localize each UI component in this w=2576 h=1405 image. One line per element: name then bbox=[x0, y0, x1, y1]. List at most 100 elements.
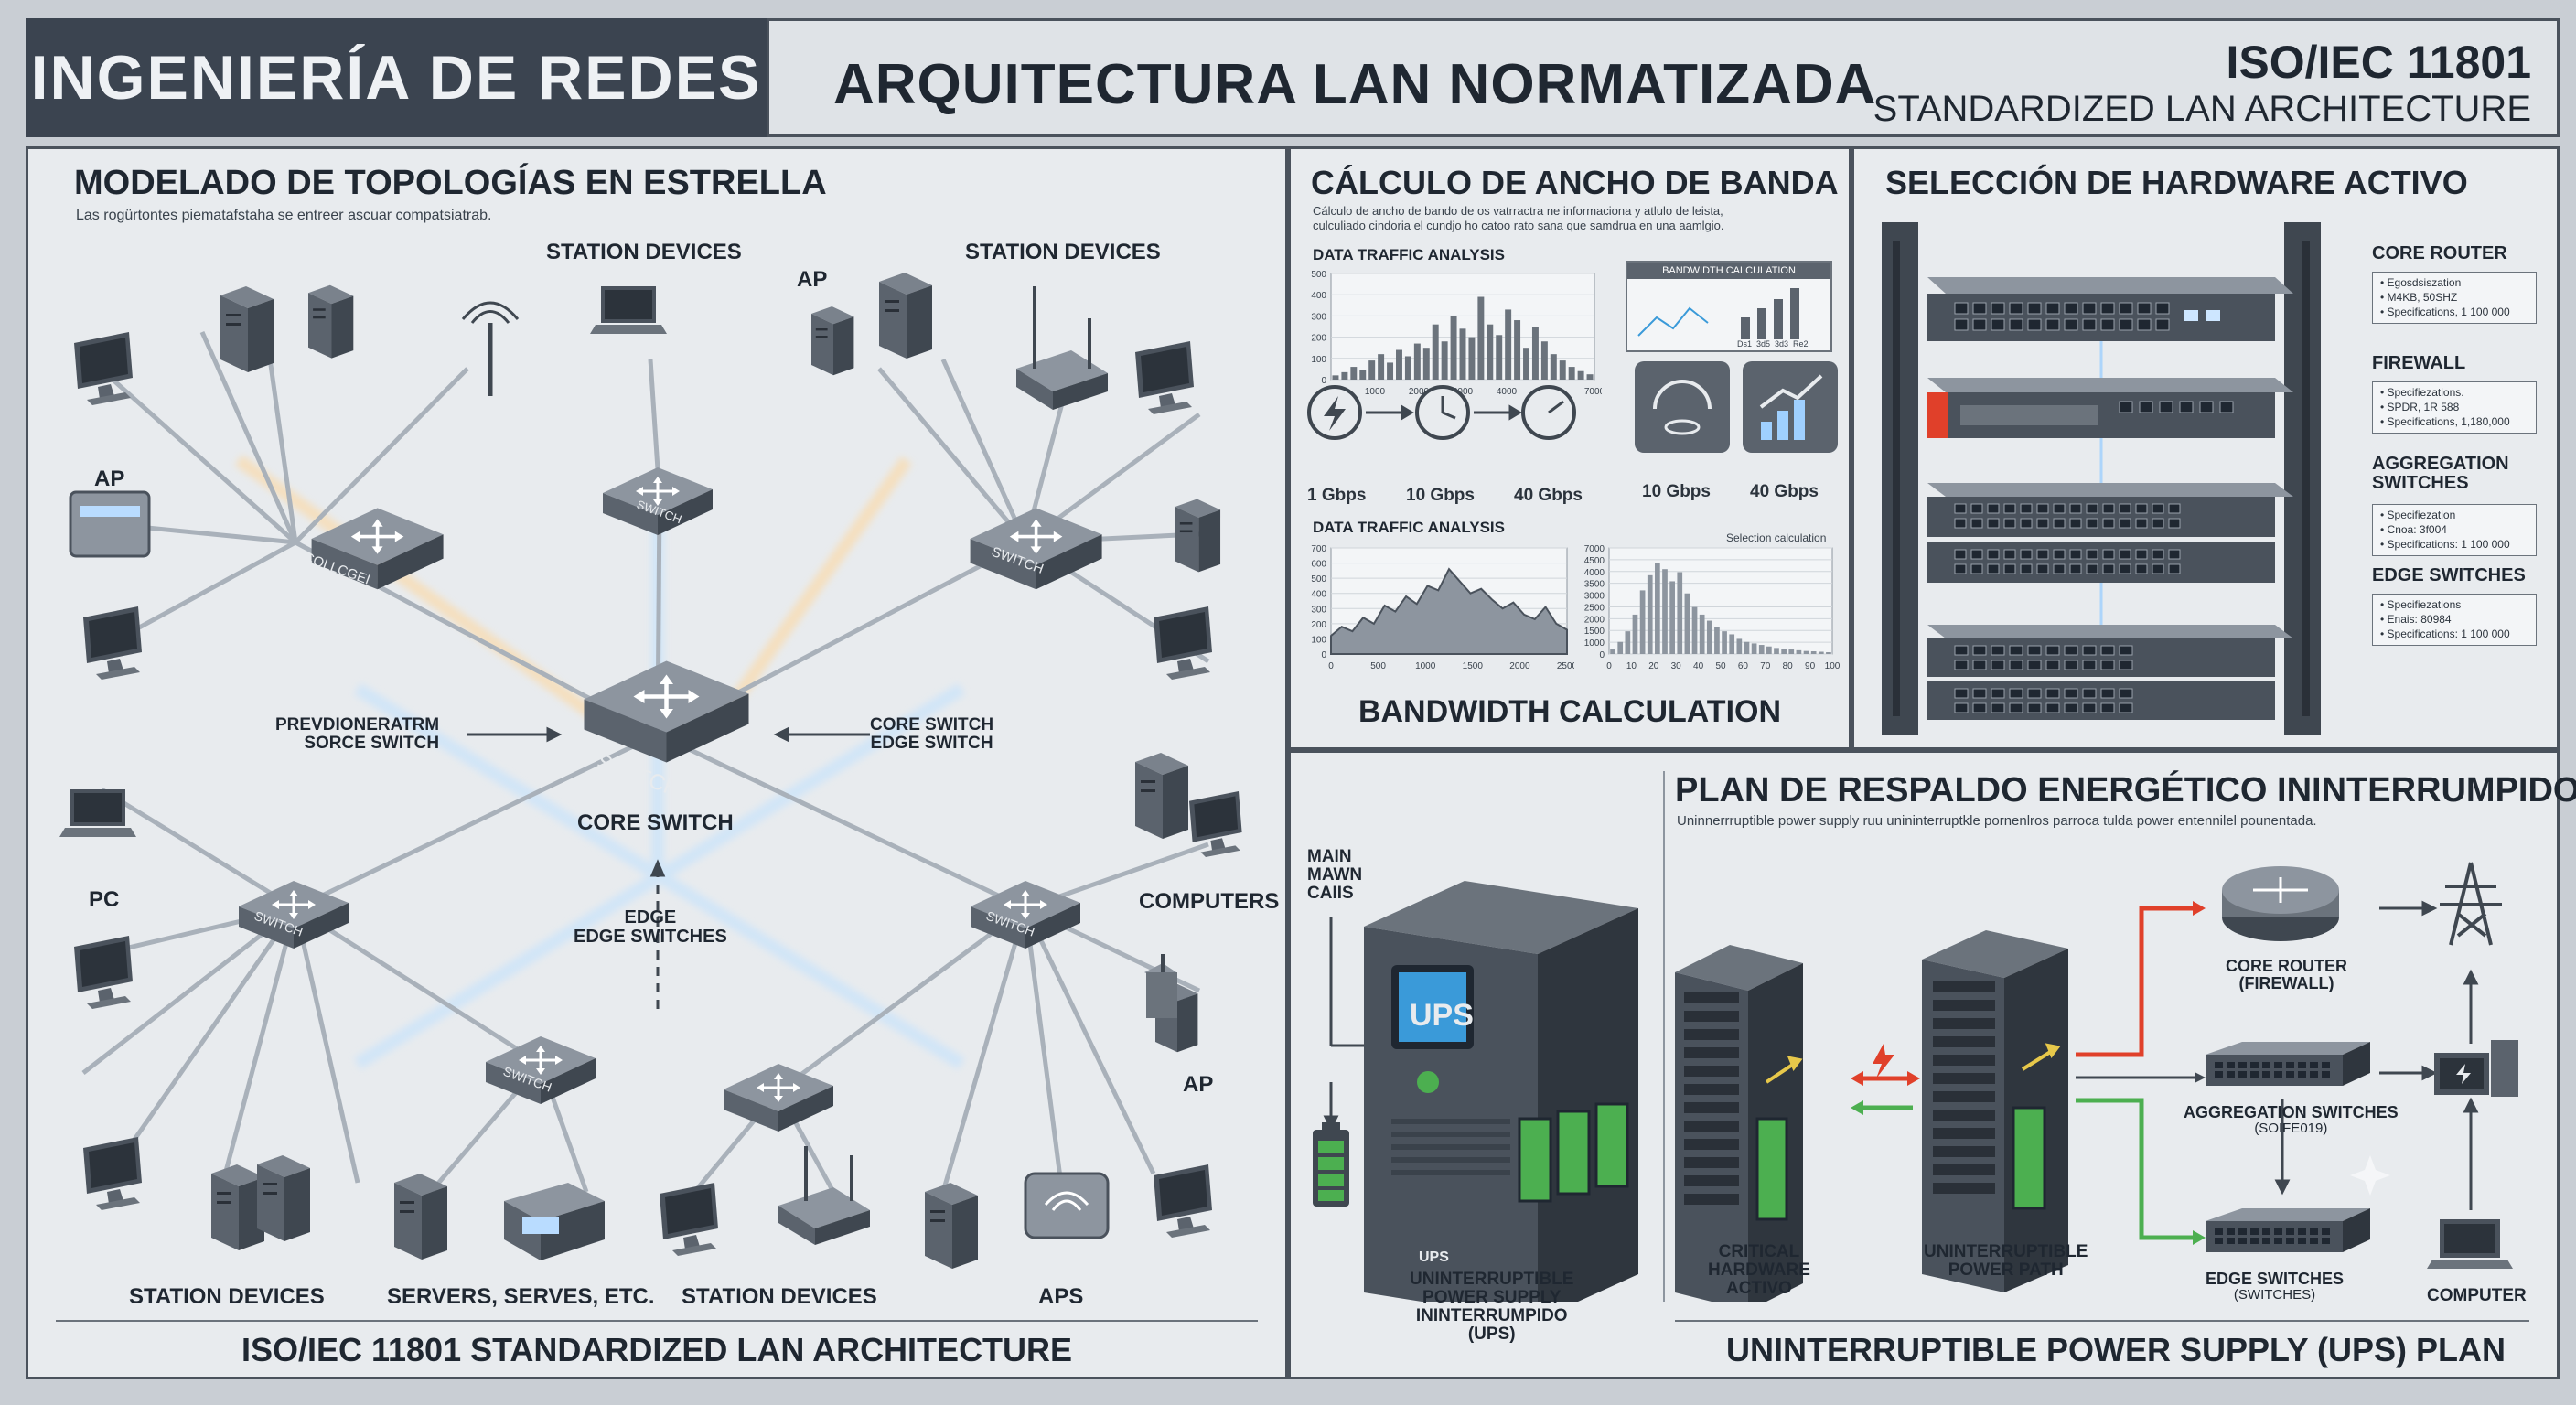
chart-y-tick: 400 bbox=[1311, 590, 1326, 600]
label-right-callout-2: EDGE SWITCH bbox=[870, 733, 993, 753]
label-station-bottom-left: STATION DEVICES bbox=[129, 1284, 325, 1309]
chart-bar bbox=[1632, 614, 1638, 654]
ups-caption-2: POWER SUPPLY bbox=[1422, 1287, 1562, 1307]
ups-path-2: POWER PATH bbox=[1948, 1260, 2064, 1280]
chart-bar bbox=[1577, 370, 1584, 380]
label-station-top-left: STATION DEVICES bbox=[546, 240, 742, 264]
bandwidth-title: CÁLCULO DE ANCHO DE BANDA bbox=[1311, 164, 1839, 201]
ups-mains-label: MAIN MAWN CAIIS bbox=[1307, 848, 1362, 903]
hardware-spec-line: • Enais: 80984 bbox=[2380, 613, 2452, 627]
chart-y-tick: 300 bbox=[1311, 605, 1326, 615]
label-pc: PC bbox=[89, 887, 120, 912]
pc-icon-right bbox=[2434, 1040, 2518, 1097]
chart-bar bbox=[1669, 581, 1675, 654]
chart-bar bbox=[1586, 374, 1594, 380]
hardware-item-specs: • Specifiezation• Cnoa: 3f004• Specifica… bbox=[2372, 504, 2537, 556]
hardware-spec-line: • Cnoa: 3f004 bbox=[2380, 523, 2447, 537]
router-bottom bbox=[778, 1146, 870, 1245]
battery-icon-left bbox=[1313, 1122, 1349, 1207]
hardware-spec-line: • SPDR, 1R 588 bbox=[2380, 401, 2460, 414]
ups-panel: PLAN DE RESPALDO ENERGÉTICO ININTERRUMPI… bbox=[1288, 750, 2576, 1379]
bandwidth-card-ticks: Ds1 3d5 3d3 Re2 bbox=[1737, 339, 1809, 349]
chart-bar bbox=[1655, 563, 1660, 654]
rack-aggregation-switches bbox=[1927, 483, 2293, 583]
power-path-rack bbox=[1922, 930, 2068, 1292]
label-station-bottom-mid: STATION DEVICES bbox=[682, 1284, 877, 1309]
chart-y-tick: 500 bbox=[1311, 574, 1326, 585]
switch-bottom-mid bbox=[722, 1062, 835, 1133]
bandwidth-desc-1: Cálculo de ancho de bando de os vatrract… bbox=[1313, 204, 1723, 218]
hardware-spec-line: • Egosdsiszation bbox=[2380, 276, 2462, 289]
standard-subtitle: STANDARDIZED LAN ARCHITECTURE bbox=[1873, 89, 2531, 129]
chart-y-tick: 600 bbox=[1311, 560, 1326, 570]
hardware-item-specs: • Egosdsiszation• M4KB, 50SHZ• Specifica… bbox=[2372, 272, 2537, 324]
chart-y-tick: 3500 bbox=[1584, 580, 1605, 590]
chart-bar bbox=[1413, 343, 1421, 380]
hardware-title: SELECCIÓN DE HARDWARE ACTIVO bbox=[1885, 164, 2468, 201]
hardware-item-name: AGGREGATION SWITCHES bbox=[2372, 454, 2509, 493]
chart-x-tick: 90 bbox=[1805, 661, 1816, 671]
hardware-spec-line: • Specifications: 1 100 000 bbox=[2380, 627, 2510, 641]
chart-y-tick: 100 bbox=[1311, 635, 1326, 645]
ups-tower bbox=[1364, 881, 1638, 1302]
switch-bottom-left bbox=[484, 1035, 597, 1106]
speed-label-1: 1 Gbps bbox=[1307, 486, 1367, 505]
label-aps: APS bbox=[1038, 1284, 1084, 1309]
topology-divider bbox=[56, 1320, 1258, 1322]
ups-screen-text: UPS bbox=[1410, 998, 1474, 1033]
switch-upper-mid bbox=[601, 466, 714, 537]
rack-firewall bbox=[1927, 378, 2293, 438]
chart-bar bbox=[1468, 337, 1476, 380]
ups-path-caption: UNINTERRUPTIBLE POWER PATH bbox=[1924, 1243, 2088, 1280]
brand-header: INGENIERÍA DE REDES bbox=[26, 18, 767, 137]
label-right-callout-1: CORE SWITCH bbox=[870, 715, 994, 735]
chart-bar bbox=[1359, 370, 1367, 380]
chart-x-tick: 3000 bbox=[1453, 387, 1474, 397]
speed-label-2: 10 Gbps bbox=[1406, 486, 1475, 505]
chart-bar bbox=[1774, 648, 1779, 654]
ups-agg-2: (SOIFE019) bbox=[2254, 1120, 2328, 1136]
ups-critical-caption: CRITICAL HARDWARE ACTIVO bbox=[1708, 1243, 1810, 1298]
chart-bar bbox=[1706, 620, 1712, 654]
ups-mains-1: MAIN bbox=[1307, 847, 1352, 866]
chart-bar bbox=[1617, 641, 1624, 654]
chart-bar bbox=[1514, 320, 1521, 380]
speed-label-5: 40 Gbps bbox=[1750, 482, 1819, 501]
chart-bar bbox=[1758, 645, 1765, 654]
chart-y-tick: 0 bbox=[1599, 650, 1605, 660]
chart-bar bbox=[1441, 341, 1448, 380]
chart-bar bbox=[1378, 354, 1385, 380]
chart-bar bbox=[1729, 634, 1735, 654]
ups-caption-1: UNINTERRUPTIBLE bbox=[1410, 1270, 1574, 1289]
label-servers: SERVERS, SERVES, ETC. bbox=[387, 1284, 655, 1309]
chart-bar bbox=[1736, 638, 1743, 654]
chart-x-tick: 7000 bbox=[1584, 387, 1602, 397]
critical-hardware-rack bbox=[1675, 945, 1803, 1302]
chart-bar bbox=[1610, 649, 1615, 654]
chart-bar bbox=[1459, 328, 1466, 380]
chart-bar bbox=[1559, 360, 1566, 380]
page-title: ARQUITECTURA LAN NORMATIZADA bbox=[833, 53, 1877, 116]
hardware-item-name: FIREWALL bbox=[2372, 353, 2466, 373]
chart-area bbox=[1330, 567, 1568, 655]
ups-critical-1: CRITICAL bbox=[1718, 1242, 1800, 1261]
power-tower-icon bbox=[2440, 862, 2502, 946]
ups-edge-switch bbox=[2206, 1208, 2370, 1252]
chart-x-tick: 30 bbox=[1671, 661, 1682, 671]
ap-device-bottom bbox=[1024, 1172, 1110, 1239]
chart-y-tick: 1500 bbox=[1584, 627, 1605, 637]
chart-bar bbox=[1368, 360, 1376, 380]
chart-y-tick: 200 bbox=[1311, 334, 1326, 344]
chart-bar bbox=[1341, 371, 1348, 380]
chart-bar bbox=[1422, 348, 1430, 380]
chart-y-tick: 200 bbox=[1311, 620, 1326, 630]
topology-subtitle: Las rogürtontes piematafstaha se entreer… bbox=[76, 208, 492, 223]
laptop-icon-right bbox=[2427, 1219, 2513, 1269]
hardware-item-specs: • Specifiezations.• SPDR, 1R 588• Specif… bbox=[2372, 381, 2537, 434]
chart-x-tick: 0 bbox=[1606, 661, 1612, 671]
chart-bar bbox=[1531, 327, 1539, 380]
chart-bar bbox=[1803, 650, 1809, 654]
label-right-callout: CORE SWITCH EDGE SWITCH bbox=[870, 716, 993, 753]
